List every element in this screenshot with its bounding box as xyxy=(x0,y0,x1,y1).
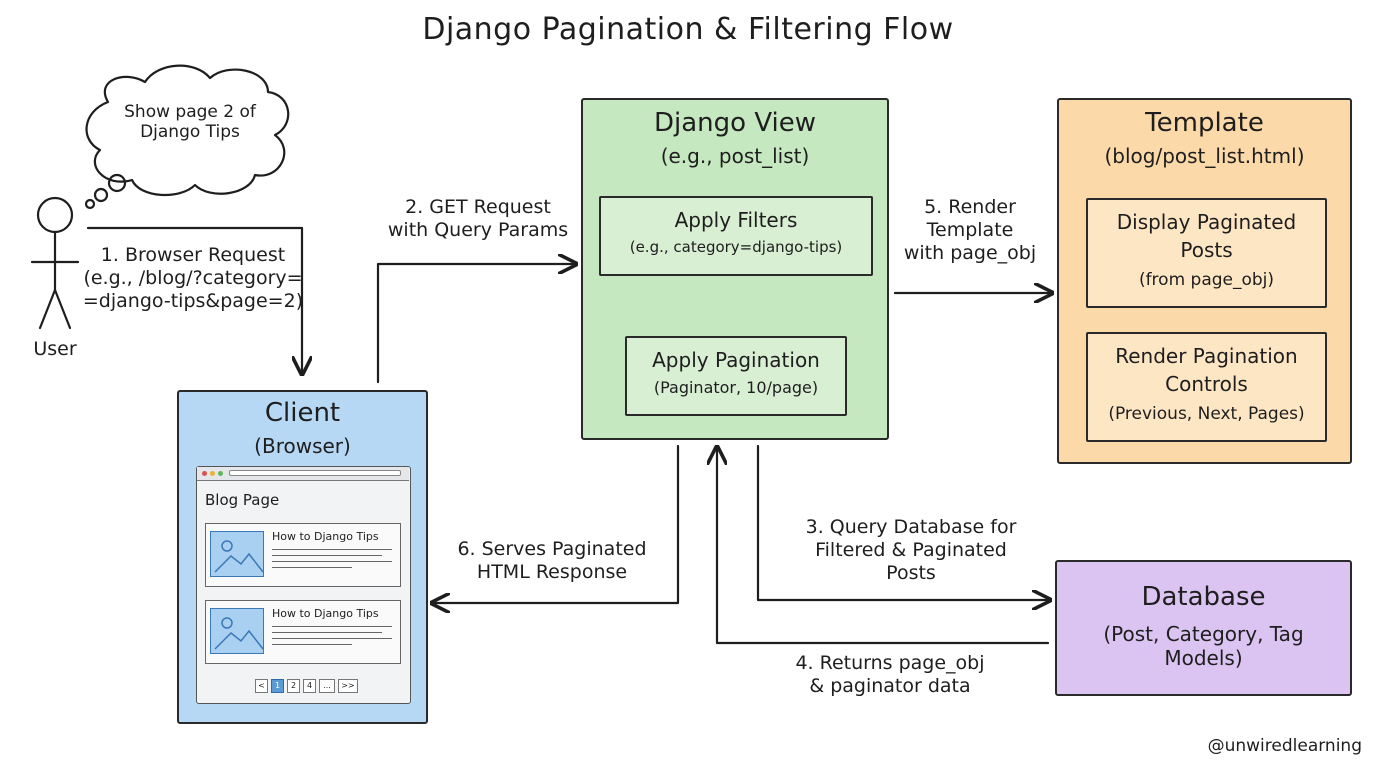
step-3-label: 3. Query Database for Filtered & Paginat… xyxy=(805,516,1017,584)
step-2-label: 2. GET Request with Query Params xyxy=(387,196,569,241)
template-title: Template xyxy=(1145,108,1264,138)
pager-next-button[interactable]: >> xyxy=(338,679,358,693)
pager-page-4-button[interactable]: 4 xyxy=(303,679,316,693)
post-title[interactable]: How to Django Tips xyxy=(272,607,379,620)
view-title: Django View xyxy=(653,108,817,138)
template-subtitle: (blog/post_list.html) xyxy=(1104,144,1305,168)
post-title[interactable]: How to Django Tips xyxy=(272,530,379,543)
blog-page-heading: Blog Page xyxy=(205,491,280,509)
arrow-query-database xyxy=(756,444,1050,600)
image-placeholder-icon xyxy=(210,531,264,577)
close-dot-icon xyxy=(202,471,207,476)
address-bar[interactable] xyxy=(229,470,401,476)
database-subtitle: (Post, Category, Tag Models) xyxy=(1103,622,1304,670)
database-box: Database (Post, Category, Tag Models) xyxy=(1055,560,1352,696)
filters-example: (e.g., category=django-tips) xyxy=(629,238,843,256)
pager-page-1-button[interactable]: 1 xyxy=(271,679,284,693)
arrow-returns-page-obj xyxy=(717,447,1050,645)
thought-bubble xyxy=(85,64,290,197)
display-posts-line-2: Posts xyxy=(1180,238,1233,262)
maximize-dot-icon xyxy=(218,471,223,476)
browser-mockup: Blog Page How to Django Tips xyxy=(196,466,411,704)
django-view-box: Django View (e.g., post_list) Apply Filt… xyxy=(581,98,889,440)
post-card[interactable]: How to Django Tips xyxy=(205,523,401,587)
arrow-get-request xyxy=(376,264,576,384)
user-stick-figure xyxy=(30,196,80,330)
client-subtitle: (Browser) xyxy=(254,434,351,458)
pagination-example: (Paginator, 10/page) xyxy=(653,378,819,397)
apply-filters-box: Apply Filters (e.g., category=django-tip… xyxy=(599,196,873,276)
arrow-serves-response xyxy=(432,444,680,603)
image-placeholder-icon xyxy=(210,608,264,654)
watermark: @unwiredlearning xyxy=(1207,736,1362,756)
display-posts-line-1: Display Paginated xyxy=(1116,210,1297,234)
controls-line-3: (Previous, Next, Pages) xyxy=(1108,404,1305,424)
client-title: Client xyxy=(264,398,341,428)
filters-title: Apply Filters xyxy=(674,208,798,232)
controls-line-2: Controls xyxy=(1165,372,1248,396)
pagination-bar: < 1 2 4 ... >> xyxy=(255,679,358,693)
apply-pagination-box: Apply Pagination (Paginator, 10/page) xyxy=(625,336,847,416)
controls-line-1: Render Pagination xyxy=(1115,344,1298,368)
pager-ellipsis: ... xyxy=(319,679,335,693)
step-1-label: 1. Browser Request (e.g., /blog/?categor… xyxy=(82,244,304,312)
display-posts-box: Display Paginated Posts (from page_obj) xyxy=(1086,198,1327,308)
pager-page-2-button[interactable]: 2 xyxy=(287,679,300,693)
arrow-browser-request xyxy=(86,226,302,374)
step-4-label: 4. Returns page_obj & paginator data xyxy=(795,652,985,697)
client-box: Client (Browser) Blog Page How to Django… xyxy=(177,390,428,724)
user-label: User xyxy=(33,338,77,360)
step-5-label: 5. Render Template with page_obj xyxy=(903,196,1037,264)
post-card[interactable]: How to Django Tips xyxy=(205,600,401,664)
pagination-controls-box: Render Pagination Controls (Previous, Ne… xyxy=(1086,332,1327,442)
browser-toolbar xyxy=(197,467,409,481)
pager-prev-button[interactable]: < xyxy=(255,679,268,693)
template-box: Template (blog/post_list.html) Display P… xyxy=(1057,98,1352,464)
database-title: Database xyxy=(1141,582,1266,612)
thought-text: Show page 2 of Django Tips xyxy=(124,102,256,143)
page-title: Django Pagination & Filtering Flow xyxy=(422,12,954,47)
step-6-label: 6. Serves Paginated HTML Response xyxy=(457,538,647,583)
pagination-title: Apply Pagination xyxy=(652,348,820,372)
view-subtitle: (e.g., post_list) xyxy=(660,144,810,168)
minimize-dot-icon xyxy=(210,471,215,476)
display-posts-line-3: (from page_obj) xyxy=(1138,270,1275,290)
